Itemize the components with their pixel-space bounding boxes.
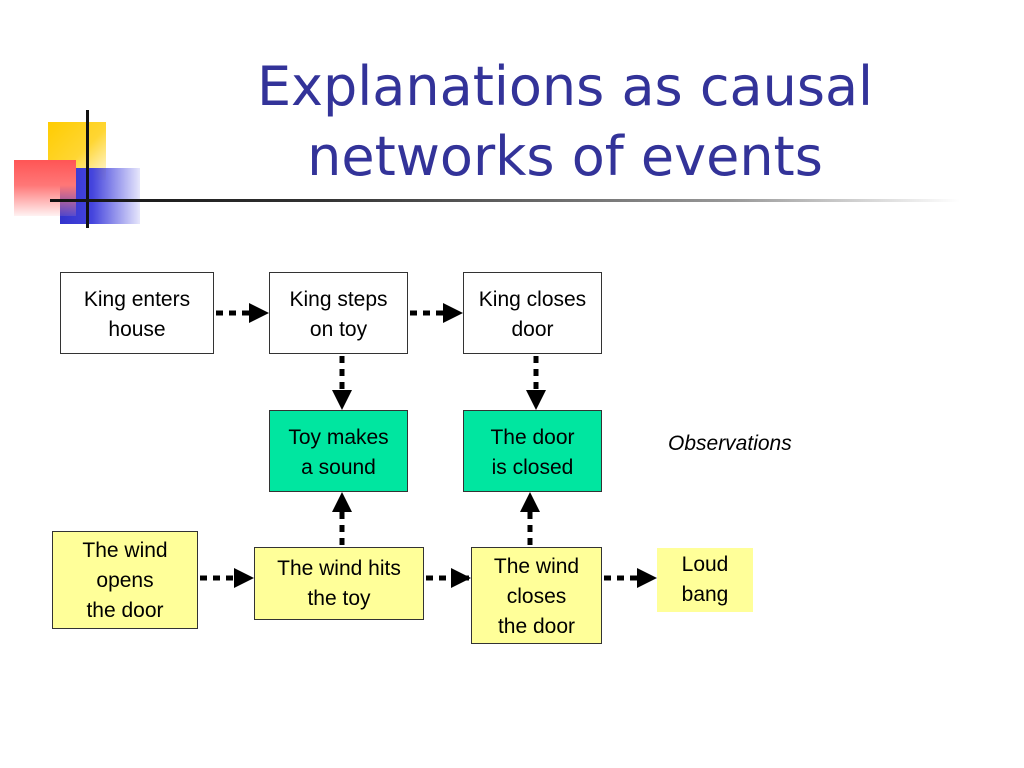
node-door-is-closed: The door is closed bbox=[463, 410, 602, 492]
node-king-closes-door: King closes door bbox=[463, 272, 602, 354]
node-toy-makes-sound: Toy makes a sound bbox=[269, 410, 408, 492]
title-line-1: Explanations as causal bbox=[256, 55, 874, 118]
title-line-2: networks of events bbox=[307, 125, 823, 188]
decorative-vertical-line bbox=[86, 110, 89, 228]
title-underline bbox=[50, 199, 960, 202]
node-king-enters-house: King enters house bbox=[60, 272, 214, 354]
slide-title: Explanations as causal networks of event… bbox=[200, 52, 930, 192]
decorative-red-square bbox=[14, 160, 76, 216]
node-wind-closes-door: The wind closes the door bbox=[471, 547, 602, 644]
node-wind-hits-toy: The wind hits the toy bbox=[254, 547, 424, 620]
node-loud-bang: Loud bang bbox=[657, 548, 753, 612]
node-king-steps-on-toy: King steps on toy bbox=[269, 272, 408, 354]
observations-label: Observations bbox=[668, 432, 792, 455]
node-wind-opens-door: The wind opens the door bbox=[52, 531, 198, 629]
